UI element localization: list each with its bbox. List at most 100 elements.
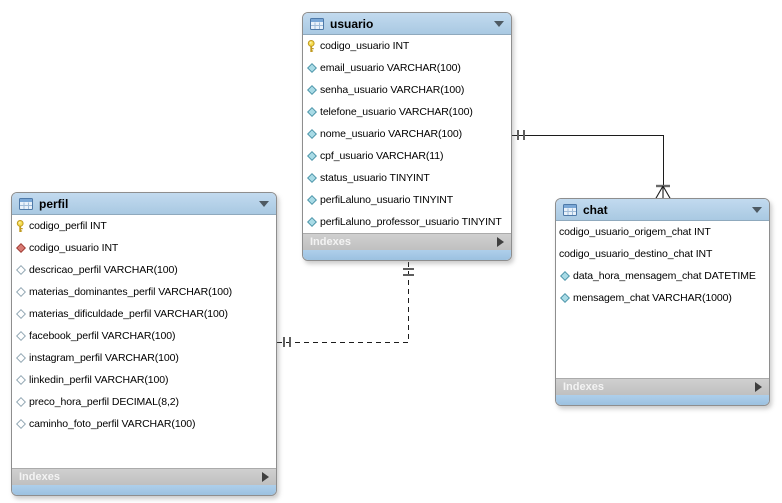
indexes-bar[interactable]: Indexes [556, 378, 769, 395]
table-header[interactable]: usuario [303, 13, 511, 35]
column-row[interactable]: linkedin_perfil VARCHAR(100) [12, 369, 276, 391]
column-label: codigo_usuario INT [29, 242, 119, 254]
column-label: facebook_perfil VARCHAR(100) [29, 330, 176, 342]
table-header[interactable]: chat [556, 199, 769, 221]
column-row[interactable]: caminho_foto_perfil VARCHAR(100) [12, 413, 276, 435]
column-label: telefone_usuario VARCHAR(100) [320, 106, 473, 118]
column-row[interactable]: codigo_perfil INT [12, 215, 276, 237]
relationship-segment[interactable] [277, 342, 408, 343]
column-label: instagram_perfil VARCHAR(100) [29, 352, 179, 364]
column-row[interactable]: perfiLaluno_usuario TINYINT [303, 189, 511, 211]
cardinality-tick [403, 274, 414, 276]
notnull-diamond-icon [306, 129, 317, 139]
nullable-diamond-icon [15, 353, 26, 363]
table-grid-icon [310, 17, 324, 30]
column-label: data_hora_mensagem_chat DATETIME [573, 270, 756, 282]
indexes-label: Indexes [310, 236, 351, 248]
indexes-bar[interactable]: Indexes [303, 233, 511, 250]
column-row[interactable]: materias_dominantes_perfil VARCHAR(100) [12, 281, 276, 303]
table-columns: codigo_perfil INT codigo_usuario INT descr… [12, 215, 276, 468]
table-header[interactable]: perfil [12, 193, 276, 215]
column-label: cpf_usuario VARCHAR(11) [320, 150, 444, 162]
primary-key-icon [15, 219, 26, 233]
expand-arrow-icon[interactable] [262, 472, 269, 482]
table-bottom-bar [303, 250, 511, 260]
notnull-diamond-icon [306, 217, 317, 227]
column-label: email_usuario VARCHAR(100) [320, 62, 461, 74]
expand-arrow-icon[interactable] [497, 237, 504, 247]
crow-foot-marker [654, 183, 672, 204]
foreign-key-diamond-icon [15, 243, 26, 253]
cardinality-tick [283, 337, 285, 347]
table-title: usuario [330, 16, 374, 31]
column-label: caminho_foto_perfil VARCHAR(100) [29, 418, 196, 430]
nullable-diamond-icon [15, 331, 26, 341]
table-perfil[interactable]: perfil codigo_perfil INT codigo_usuario IN… [11, 192, 277, 496]
notnull-diamond-icon [306, 195, 317, 205]
nullable-diamond-icon [15, 419, 26, 429]
column-label: materias_dificuldade_perfil VARCHAR(100) [29, 308, 228, 320]
column-row[interactable]: mensagem_chat VARCHAR(1000) [556, 287, 769, 309]
table-grid-icon [563, 203, 577, 216]
column-row[interactable]: instagram_perfil VARCHAR(100) [12, 347, 276, 369]
column-row[interactable]: descricao_perfil VARCHAR(100) [12, 259, 276, 281]
cardinality-tick [517, 130, 519, 140]
column-label: codigo_usuario_destino_chat INT [559, 248, 713, 260]
column-row[interactable]: facebook_perfil VARCHAR(100) [12, 325, 276, 347]
column-row[interactable]: perfiLaluno_professor_usuario TINYINT [303, 211, 511, 233]
primary-key-icon [306, 39, 317, 53]
table-columns: codigo_usuario INT email_usuario VARCHAR(… [303, 35, 511, 233]
column-row[interactable]: cpf_usuario VARCHAR(11) [303, 145, 511, 167]
column-label: codigo_usuario INT [320, 40, 410, 52]
expand-arrow-icon[interactable] [755, 382, 762, 392]
cardinality-tick [523, 130, 525, 140]
table-bottom-bar [12, 485, 276, 495]
column-row[interactable]: materias_dificuldade_perfil VARCHAR(100) [12, 303, 276, 325]
column-label: preco_hora_perfil DECIMAL(8,2) [29, 396, 179, 408]
table-usuario[interactable]: usuario codigo_usuario INT email_usuario V… [302, 12, 512, 261]
column-label: codigo_perfil INT [29, 220, 107, 232]
column-row[interactable]: preco_hora_perfil DECIMAL(8,2) [12, 391, 276, 413]
collapse-arrow-icon[interactable] [752, 206, 762, 213]
column-row[interactable]: senha_usuario VARCHAR(100) [303, 79, 511, 101]
column-row[interactable]: codigo_usuario_destino_chat INT [556, 243, 769, 265]
cardinality-tick [289, 337, 291, 347]
collapse-arrow-icon[interactable] [494, 20, 504, 27]
notnull-diamond-icon [306, 63, 317, 73]
nullable-diamond-icon [15, 309, 26, 319]
relationship-segment[interactable] [408, 262, 409, 343]
cardinality-tick [403, 268, 414, 270]
notnull-diamond-icon [306, 107, 317, 117]
column-row[interactable]: data_hora_mensagem_chat DATETIME [556, 265, 769, 287]
table-bottom-bar [556, 395, 769, 405]
table-columns: codigo_usuario_origem_chat INT codigo_usu… [556, 221, 769, 378]
collapse-arrow-icon[interactable] [259, 200, 269, 207]
column-label: nome_usuario VARCHAR(100) [320, 128, 463, 140]
column-row[interactable]: telefone_usuario VARCHAR(100) [303, 101, 511, 123]
column-row[interactable]: codigo_usuario_origem_chat INT [556, 221, 769, 243]
indexes-bar[interactable]: Indexes [12, 468, 276, 485]
table-title: perfil [39, 196, 69, 211]
column-row[interactable]: codigo_usuario INT [303, 35, 511, 57]
column-row[interactable]: codigo_usuario INT [12, 237, 276, 259]
column-label: codigo_usuario_origem_chat INT [559, 226, 711, 238]
relationship-segment[interactable] [663, 135, 664, 185]
nullable-diamond-icon [15, 287, 26, 297]
column-label: status_usuario TINYINT [320, 172, 430, 184]
column-label: linkedin_perfil VARCHAR(100) [29, 374, 169, 386]
table-grid-icon [19, 197, 33, 210]
column-label: materias_dominantes_perfil VARCHAR(100) [29, 286, 233, 298]
relationship-segment[interactable] [512, 135, 664, 136]
column-row[interactable]: email_usuario VARCHAR(100) [303, 57, 511, 79]
notnull-diamond-icon [306, 173, 317, 183]
column-row[interactable]: status_usuario TINYINT [303, 167, 511, 189]
nullable-diamond-icon [15, 397, 26, 407]
column-label: perfiLaluno_usuario TINYINT [320, 194, 454, 206]
indexes-label: Indexes [563, 381, 604, 393]
nullable-diamond-icon [15, 265, 26, 275]
column-label: mensagem_chat VARCHAR(1000) [573, 292, 732, 304]
column-row[interactable]: nome_usuario VARCHAR(100) [303, 123, 511, 145]
notnull-diamond-icon [306, 151, 317, 161]
